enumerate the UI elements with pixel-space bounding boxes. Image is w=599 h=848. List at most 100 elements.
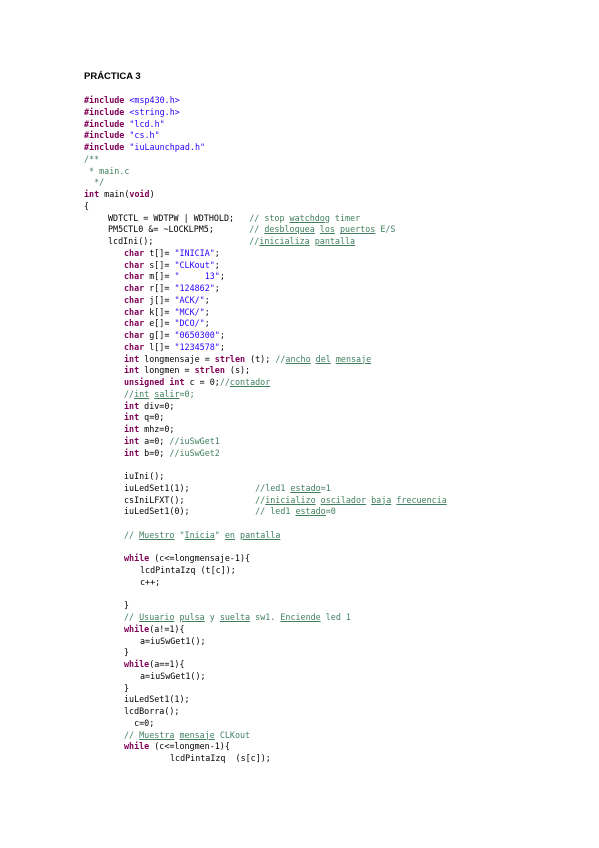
code-token: Usuario [139, 612, 175, 622]
code-token: del [315, 353, 331, 364]
code-token: ancho [285, 353, 311, 364]
code-line: lcdPintaIzq (s[c]); [84, 753, 584, 765]
code-token: "0650300" [174, 330, 220, 340]
code-token: // [124, 529, 140, 540]
code-line [84, 518, 584, 530]
code-token: // [124, 612, 140, 622]
code-line: WDTCTL = WDTPW | WDTHOLD; // stop watchd… [84, 213, 584, 225]
code-token: frecuencia [396, 494, 447, 505]
code-line: a=iuSwGet1(); [84, 671, 584, 683]
code-line: //int salir=0; [84, 389, 584, 401]
code-token: char [124, 341, 145, 352]
code-token: oscilador [320, 494, 367, 505]
code-token: E/S [375, 224, 396, 235]
code-token: strlen [194, 365, 225, 376]
code-token: " [174, 529, 185, 540]
code-token: //iuSwGet2 [169, 447, 220, 458]
code-line: while(a==1){ [84, 659, 584, 671]
code-line: int q=0; [84, 412, 584, 424]
code-token: int [169, 377, 185, 387]
code-line: char m[]= " 13"; [84, 271, 584, 283]
code-token: // [275, 353, 286, 364]
code-token: ; [219, 271, 225, 282]
code-token: } [124, 647, 130, 658]
code-token: lcdIni(); [108, 236, 250, 246]
code-token: watchdog [289, 212, 330, 223]
code-token: * main.c [84, 165, 130, 176]
code-token: #include [84, 130, 125, 141]
code-token: inicializa [259, 236, 310, 246]
code-token: s[]= [144, 259, 175, 270]
code-line: char k[]= "MCK/"; [84, 307, 584, 319]
code-token: a=0; [139, 435, 170, 446]
code-token: ; [204, 294, 210, 305]
code-line: while (c<=longmensaje-1){ [84, 553, 584, 565]
code-token: pantalla [240, 529, 281, 540]
code-token: // [249, 236, 260, 246]
code-token: WDTCTL = WDTPW | WDTHOLD; [108, 212, 250, 223]
code-token: char [124, 271, 145, 282]
code-line: iuIni(); [84, 471, 584, 483]
code-line: iuLedSet1(0); // led1 estado=0 [84, 506, 584, 518]
code-line: #include "iuLaunchpad.h" [84, 142, 584, 154]
code-token: (a==1){ [149, 659, 185, 669]
code-token: (a!=1){ [149, 623, 185, 634]
code-line: char t[]= "INICIA"; [84, 248, 584, 260]
code-token: #include [84, 142, 125, 152]
code-token: } [124, 682, 130, 693]
code-token: int [124, 412, 140, 423]
code-token: mensaje [179, 729, 215, 740]
code-token: // [124, 729, 140, 740]
code-token: int [124, 400, 140, 411]
code-token: int [124, 353, 140, 364]
code-token: Inicia [184, 529, 215, 540]
code-token: lcdBorra(); [124, 706, 180, 716]
code-token: mhz=0; [139, 424, 175, 434]
code-line: #include "lcd.h" [84, 119, 584, 131]
code-line: lcdBorra(); [84, 706, 584, 718]
code-token: ; [214, 283, 220, 293]
code-token: Enciende [280, 612, 321, 622]
code-token: lcdPintaIzq (s[c]); [170, 753, 271, 763]
code-line: int mhz=0; [84, 424, 584, 436]
code-line: /** [84, 154, 584, 166]
code-token: r[]= [144, 283, 175, 293]
code-token: while [124, 659, 150, 669]
code-line: */ [84, 177, 584, 189]
code-line: lcdIni(); //inicializa pantalla [84, 236, 584, 248]
code-token: ; [219, 341, 225, 352]
code-token: (c<=longmensaje-1){ [149, 553, 251, 564]
code-line: #include <msp430.h> [84, 95, 584, 107]
code-token: PM5CTL0 &= ~LOCKLPM5; [108, 224, 250, 235]
code-token: puertos [339, 224, 376, 235]
code-token: iuLedSet1(0); [124, 506, 256, 517]
code-token: #include [84, 106, 125, 117]
code-line: } [84, 600, 584, 612]
code-line: char j[]= "ACK/"; [84, 295, 584, 307]
code-token: main( [99, 189, 130, 199]
code-line: { [84, 201, 584, 213]
code-line: char e[]= "DCO/"; [84, 318, 584, 330]
code-token: c = 0; [184, 377, 220, 387]
code-token: led 1 [320, 612, 351, 622]
code-token: ; [219, 330, 225, 340]
code-line: // Muestro "Inicia" en pantalla [84, 530, 584, 542]
code-line [84, 459, 584, 471]
code-line: unsigned int c = 0;//contador [84, 377, 584, 389]
code-line: csIniLFXT(); //inicializo oscilador baja… [84, 495, 584, 507]
code-line: int div=0; [84, 401, 584, 413]
code-token: contador [229, 377, 271, 387]
code-line: PM5CTL0 &= ~LOCKLPM5; // desbloquea los … [84, 224, 584, 236]
code-token: " 13" [174, 271, 220, 282]
code-token: char [124, 259, 145, 270]
code-token: a=iuSwGet1(); [140, 635, 206, 646]
code-token: c=0; [124, 717, 155, 728]
code-line: a=iuSwGet1(); [84, 636, 584, 648]
code-token: "DCO/" [174, 318, 205, 329]
code-token: strlen [214, 353, 246, 364]
code-token: t[]= [144, 247, 175, 258]
code-token: "1234578" [174, 341, 220, 352]
code-token: longmen = [139, 365, 195, 376]
code-token: Muestro [139, 529, 175, 540]
